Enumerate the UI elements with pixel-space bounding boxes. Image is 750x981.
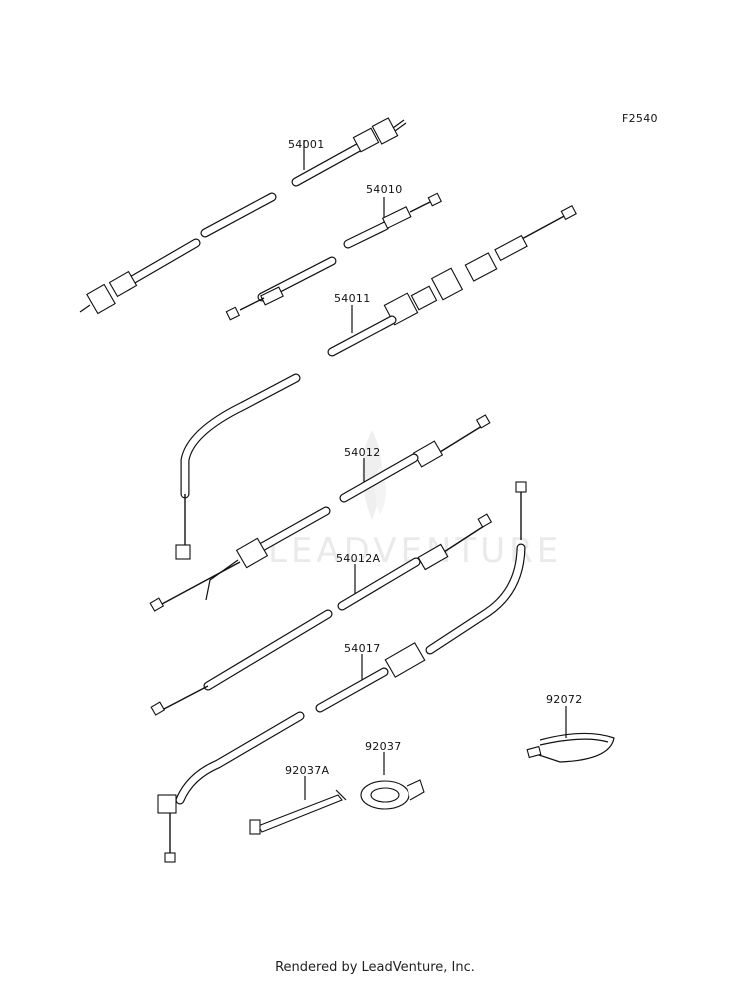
label-54017: 54017 — [344, 642, 381, 655]
footer-credit: Rendered by LeadVenture, Inc. — [275, 960, 475, 975]
label-92037A: 92037A — [285, 764, 329, 777]
part-54001-cable[interactable] — [79, 117, 407, 315]
label-92072: 92072 — [546, 693, 583, 706]
label-54001: 54001 — [288, 138, 325, 151]
part-54012-cable[interactable] — [149, 414, 491, 612]
part-92037A-strap[interactable] — [249, 776, 347, 835]
part-92072-band[interactable] — [526, 706, 615, 763]
label-54011: 54011 — [334, 292, 371, 305]
label-54012A: 54012A — [336, 552, 380, 565]
part-54012A-cable[interactable] — [150, 513, 493, 716]
part-92037-clamp[interactable] — [360, 752, 425, 810]
label-54010: 54010 — [366, 183, 403, 196]
label-92037: 92037 — [365, 740, 402, 753]
part-54017-cable[interactable] — [157, 481, 527, 863]
label-54012: 54012 — [344, 446, 381, 459]
part-54010-cable[interactable] — [225, 192, 442, 321]
figure-code: F2540 — [622, 112, 658, 125]
part-54011-cable[interactable] — [175, 205, 577, 560]
